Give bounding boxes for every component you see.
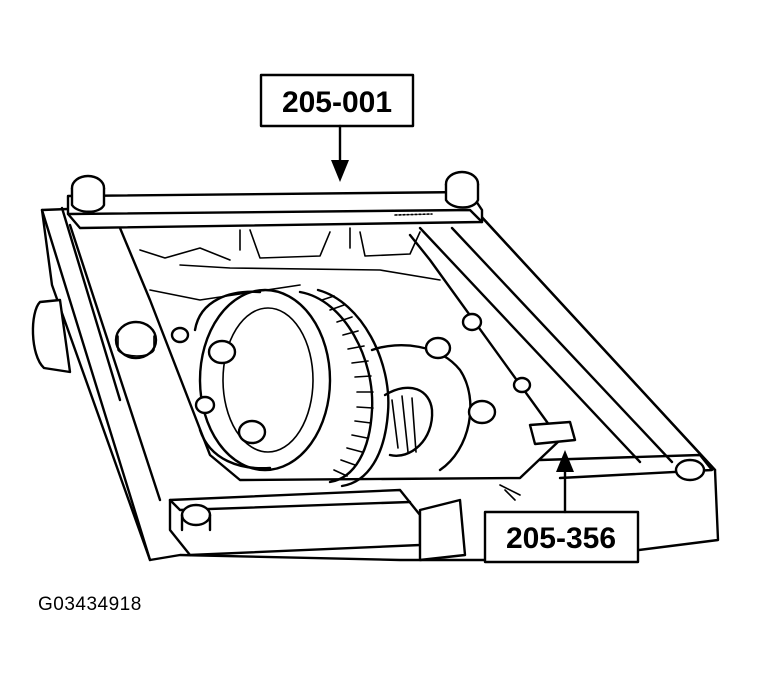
axle-housing <box>31 205 720 562</box>
callout-205-001: 205-001 <box>259 73 415 182</box>
bottom-cross-bar <box>168 488 467 562</box>
arrow-up-icon <box>556 450 574 472</box>
callout-label-205-001: 205-001 <box>282 86 392 119</box>
arrow-down-icon <box>331 160 349 182</box>
figure-id: G03434918 <box>38 594 142 615</box>
callout-label-205-356: 205-356 <box>506 522 616 555</box>
differential-carrier <box>170 288 332 472</box>
callout-205-356: 205-356 <box>483 450 640 564</box>
spreader-tool-bar <box>66 170 484 251</box>
carrier-right-side <box>370 312 532 472</box>
ring-gear <box>298 288 390 488</box>
dial-indicator-arm <box>499 420 714 501</box>
